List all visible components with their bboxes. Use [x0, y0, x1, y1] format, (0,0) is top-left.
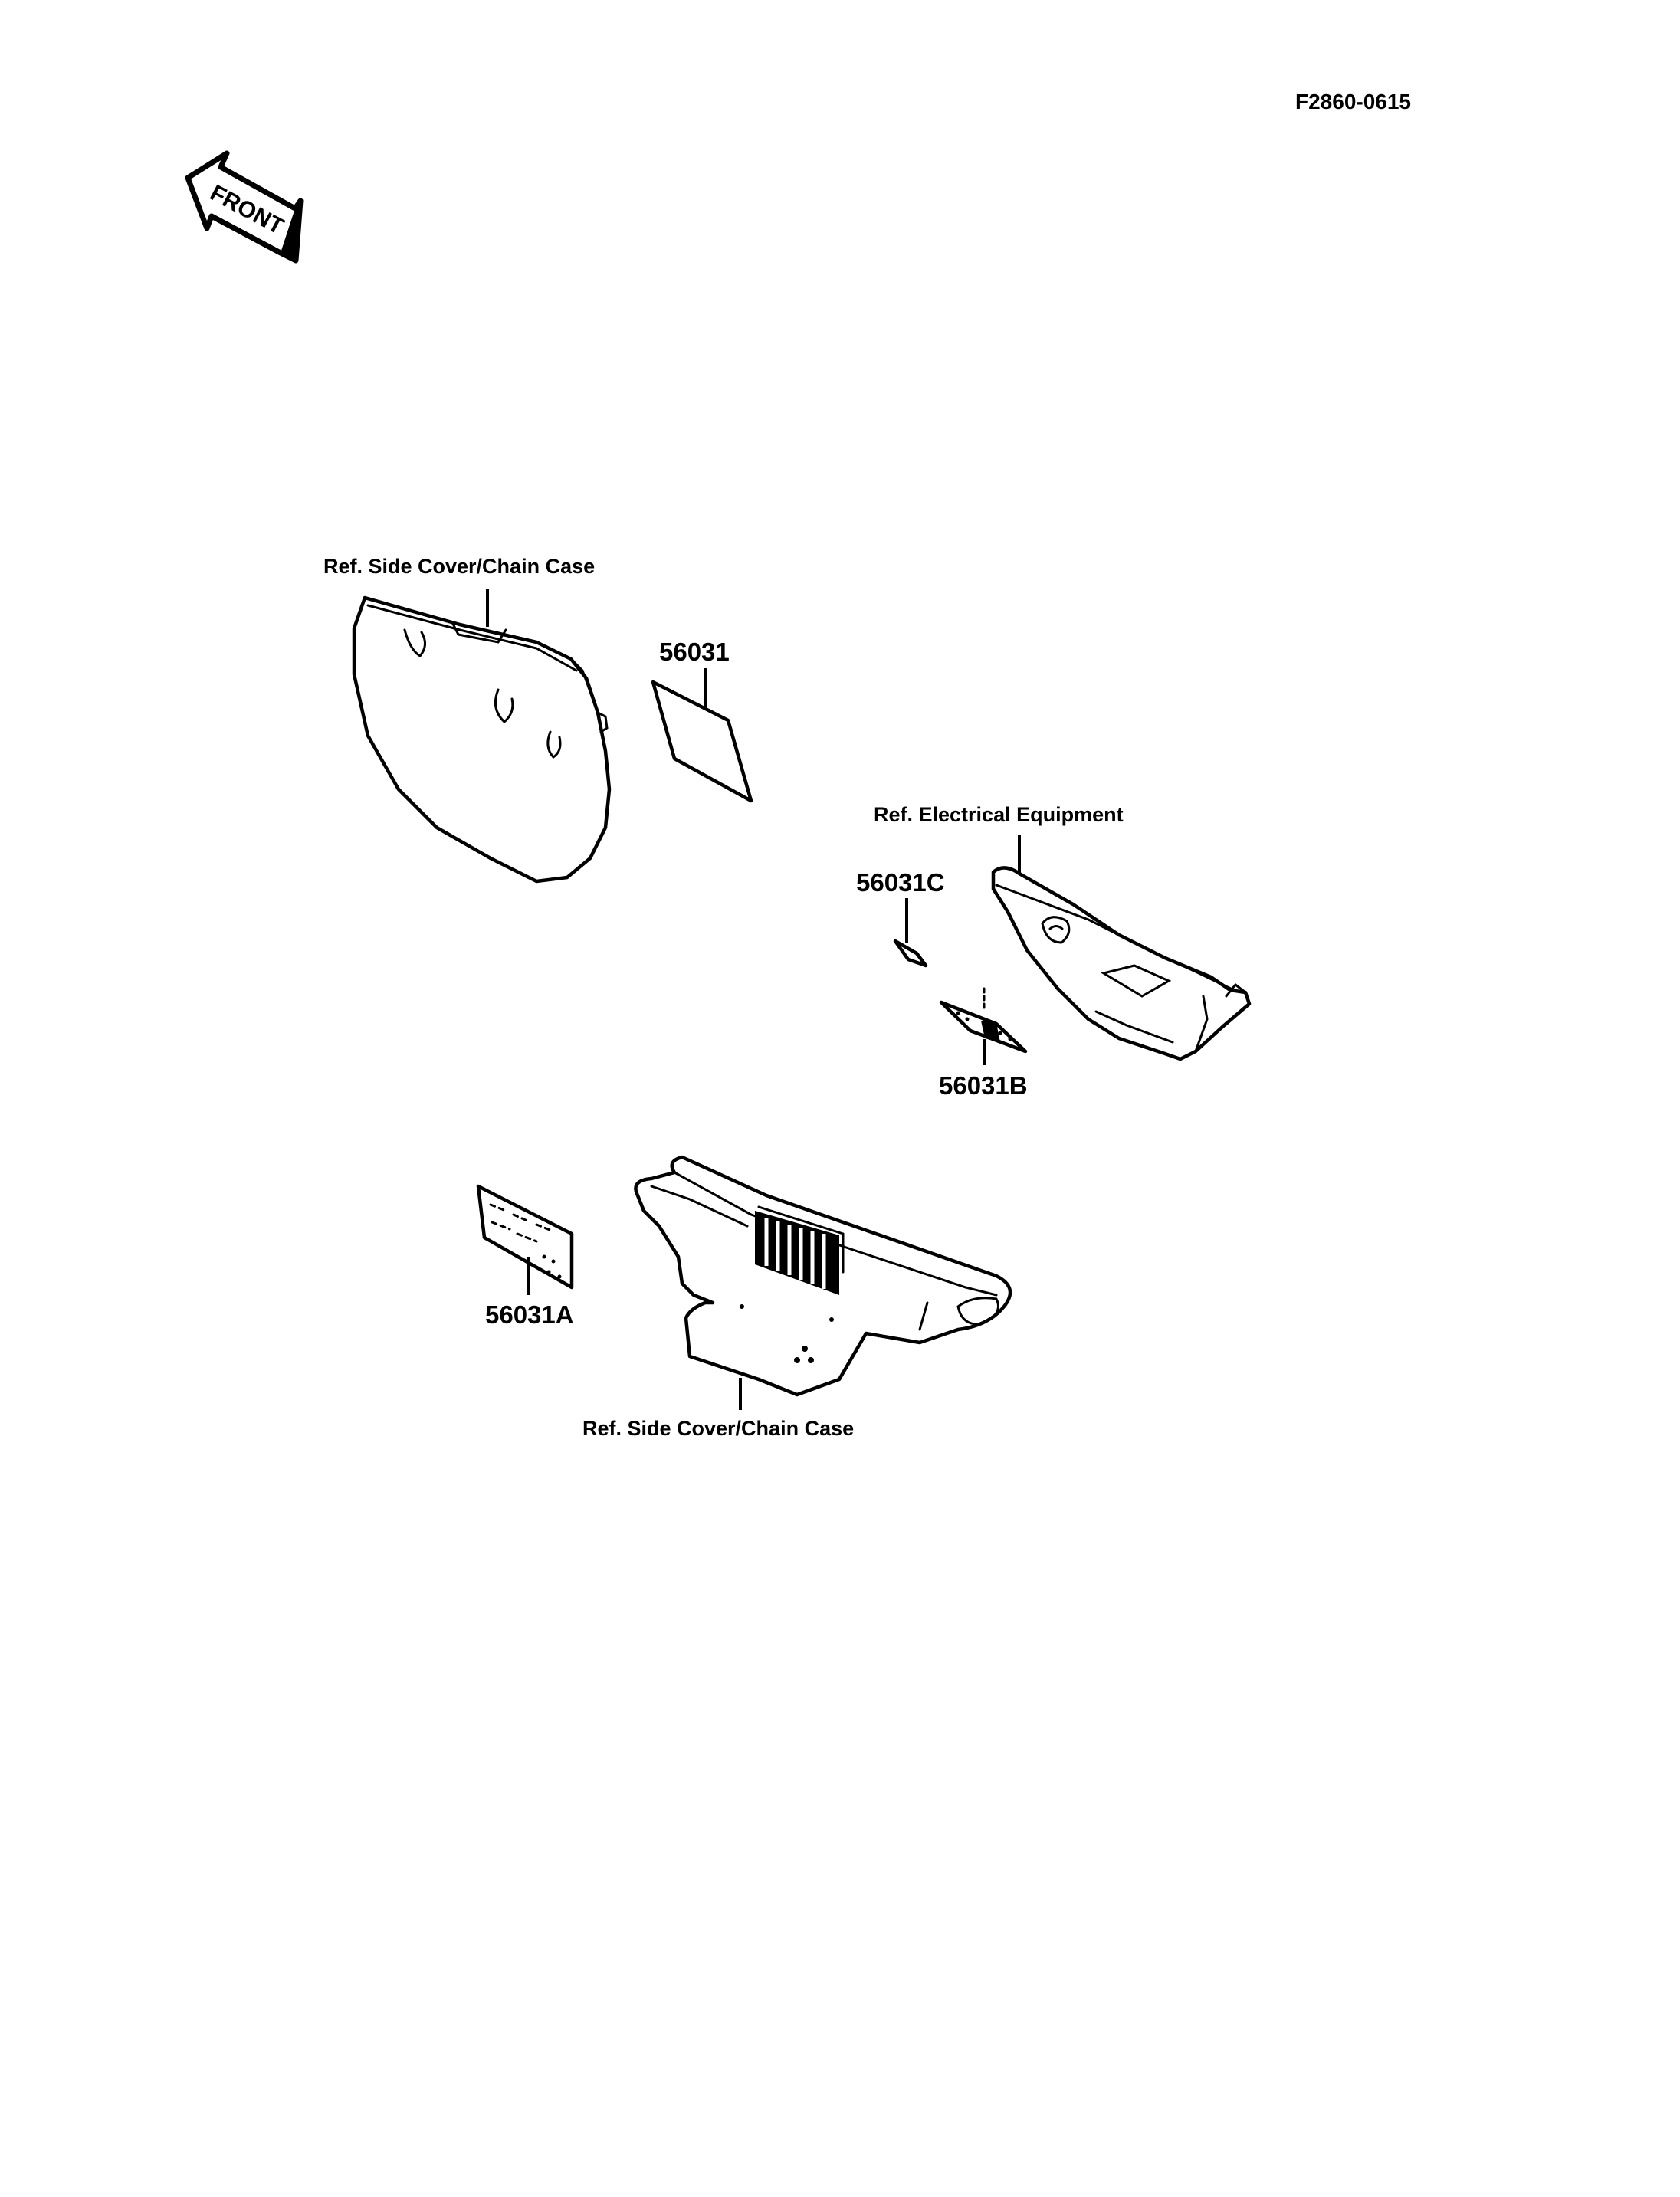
electrical-tray-part	[991, 866, 1252, 1061]
front-arrow-icon: FRONT	[185, 150, 304, 264]
side-cover-part	[352, 595, 612, 884]
ref-label-electrical: Ref. Electrical Equipment	[874, 803, 1124, 826]
chain-case-part	[634, 1155, 1012, 1397]
diagram-code: F2860-0615	[1295, 90, 1411, 113]
decal-56031a-part	[476, 1184, 574, 1290]
part-number-56031c: 56031C	[856, 868, 945, 897]
decal-56031c-part	[893, 939, 928, 968]
decal-56031b-part	[939, 1000, 1028, 1054]
ref-label-side-cover-bottom: Ref. Side Cover/Chain Case	[582, 1417, 854, 1440]
ref-label-side-cover-top: Ref. Side Cover/Chain Case	[323, 555, 595, 578]
decal-56031-part	[651, 680, 753, 803]
part-number-56031b: 56031B	[939, 1071, 1028, 1100]
part-number-56031: 56031	[659, 638, 730, 666]
part-number-56031a: 56031A	[485, 1300, 574, 1329]
